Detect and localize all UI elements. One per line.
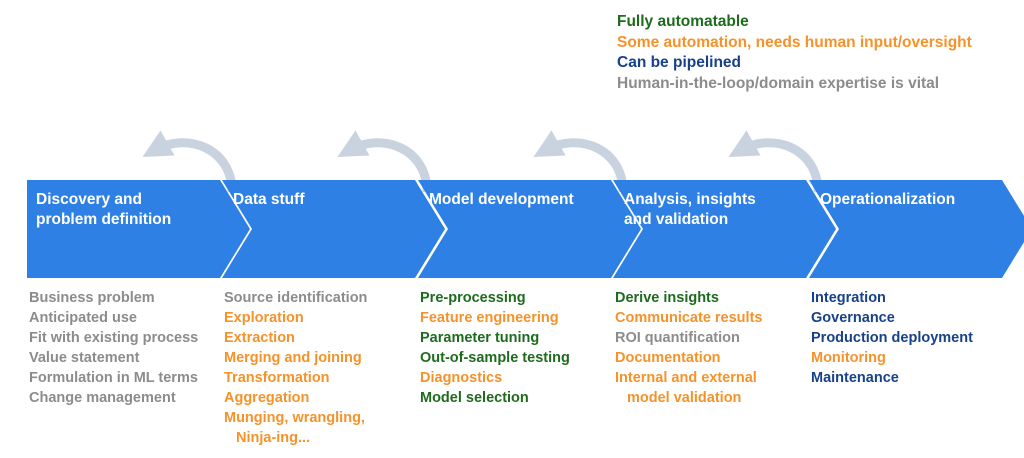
stage-item: Internal and external <box>615 370 757 386</box>
stage-item: model validation <box>627 390 742 406</box>
stage-item: Munging, wrangling, <box>224 410 365 426</box>
stage-item: Parameter tuning <box>420 330 540 346</box>
stage-item: Model selection <box>420 390 529 406</box>
stage-item: Value statement <box>29 350 140 366</box>
stage-title-line: and validation <box>624 211 729 228</box>
stage-item: Ninja-ing... <box>236 430 311 446</box>
stage-title-line: Analysis, insights <box>624 191 756 208</box>
stage-item: Anticipated use <box>29 310 137 326</box>
stage-item: Maintenance <box>811 370 899 386</box>
loop-arrow-icon <box>142 130 237 193</box>
stage-chevron <box>27 180 250 278</box>
loop-arrow-icon <box>728 130 823 193</box>
stage-item: Diagnostics <box>420 370 503 386</box>
stage-title-line: problem definition <box>36 211 172 228</box>
stage-chevron <box>418 180 641 278</box>
stage-chevron <box>613 180 836 278</box>
stage-title-line: Operationalization <box>820 191 956 208</box>
stage-item: Out-of-sample testing <box>420 350 570 366</box>
stage-item: Transformation <box>224 370 330 386</box>
stage-item: Source identification <box>224 290 368 306</box>
stage-title-line: Data stuff <box>233 191 305 208</box>
stage-item: Pre-processing <box>420 290 526 306</box>
stage-title: Discovery and problem definition <box>36 190 171 230</box>
stage-item: Derive insights <box>615 290 719 306</box>
stage-chevron <box>809 180 1024 278</box>
legend-item: Can be pipelined <box>617 54 742 71</box>
stage-item: Production deployment <box>811 330 973 346</box>
stage-item: Governance <box>811 310 895 326</box>
legend-item: Some automation, needs human input/overs… <box>617 33 972 51</box>
stage-title-line: Model development <box>429 191 574 208</box>
stage-item: Integration <box>811 290 886 306</box>
stage-item: Exploration <box>224 310 304 326</box>
loop-arrow-icon <box>533 130 628 193</box>
stage-item: Communicate results <box>615 310 763 326</box>
stage-item: Monitoring <box>811 350 886 366</box>
stage-item: Extraction <box>224 330 295 346</box>
stage-item: Fit with existing process <box>29 330 199 346</box>
stage-title-line: Discovery and <box>36 191 142 208</box>
stage-chevron <box>222 180 445 278</box>
stage-title: Data stuff <box>233 190 304 210</box>
stage-item: Feature engineering <box>420 310 559 326</box>
stage-item: Aggregation <box>224 390 310 406</box>
stage-item: Business problem <box>29 290 155 306</box>
stage-item: Documentation <box>615 350 721 366</box>
stage-item: Formulation in ML terms <box>29 370 198 386</box>
stage-item: ROI quantification <box>615 330 740 346</box>
legend-item: Human-in-the-loop/domain expertise is vi… <box>617 74 940 92</box>
legend-item: Fully automatable <box>617 13 749 30</box>
stage-title: Analysis, insights and validation <box>624 190 756 230</box>
stage-title: Model development <box>429 190 574 210</box>
stage-title: Operationalization <box>820 190 955 210</box>
stage-item: Merging and joining <box>224 350 362 366</box>
loop-arrow-icon <box>337 130 432 193</box>
stage-item: Change management <box>29 390 176 406</box>
